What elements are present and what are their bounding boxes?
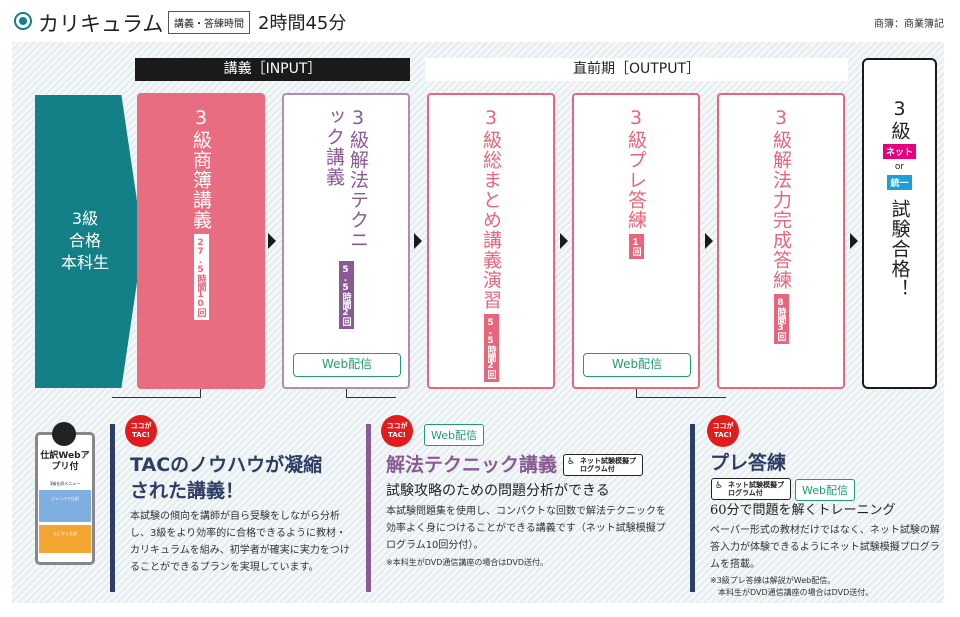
arrow-right-icon bbox=[850, 233, 858, 249]
subject-legend: 商簿：商業簿記 bbox=[874, 19, 944, 30]
app-random-button: とにかく仕訳 bbox=[39, 525, 91, 553]
printer-icon bbox=[52, 422, 76, 446]
tac-badge: ココがTAC! bbox=[707, 415, 739, 447]
start-line: 本科生 bbox=[60, 253, 109, 272]
section-note: ※3級プレ答練は解説がWeb配信。 bbox=[710, 576, 836, 585]
app-label: 仕訳Webアプリ付 bbox=[40, 451, 90, 472]
page-title: カリキュラム bbox=[38, 12, 164, 36]
section-bar bbox=[110, 424, 115, 592]
course-card-shobo: 3級商簿講義 27.5時間10回 bbox=[137, 93, 265, 389]
journal-app-phone: 仕訳Webアプリ付 3級仕訳メニュー ジャンルで仕訳 とにかく仕訳 bbox=[35, 432, 95, 565]
web-delivery-badge: Web配信 bbox=[795, 479, 855, 501]
course-title: 3級商簿講義 bbox=[190, 107, 212, 230]
or-label: or bbox=[894, 162, 905, 172]
section-subheading: 60分で問題を解くトレーニング bbox=[710, 503, 896, 518]
section-body: 本試験問題集を使用し、コンパクトな回数で解法テクニックを効率よく身につけることが… bbox=[386, 506, 666, 551]
arrow-right-icon bbox=[414, 233, 422, 249]
section-body: 本試験の傾向を講師が自ら受験をしながら分析し、3級をより効率的に合格できるように… bbox=[130, 511, 350, 573]
section-heading: 解法テクニック講義 bbox=[386, 454, 558, 476]
output-phase-label: 直前期［OUTPUT］ bbox=[425, 58, 848, 81]
connector bbox=[346, 389, 347, 397]
section-subheading: 試験攻略のための問題分析ができる bbox=[386, 483, 610, 499]
section-note: 本科生がDVD通信講座の場合はDVD送付。 bbox=[718, 588, 874, 597]
connector bbox=[636, 397, 726, 398]
course-hours: 8時間3回 bbox=[773, 294, 789, 344]
course-title: 3級総まとめ講義演習 bbox=[480, 107, 502, 310]
course-title: 3級プレ答練 bbox=[625, 107, 647, 230]
course-hours: 5.5時間2回 bbox=[483, 314, 499, 382]
connector bbox=[200, 389, 201, 397]
course-card-summary: 3級総まとめ講義演習 5.5時間2回 bbox=[427, 93, 555, 389]
section-bar bbox=[366, 424, 371, 592]
net-exam-program-tag: ネット試験模擬プログラム付 bbox=[711, 478, 791, 500]
connector bbox=[636, 389, 637, 397]
course-hours: 27.5時間10回 bbox=[193, 234, 209, 320]
course-title: 3級解法力完成答練 bbox=[770, 107, 792, 290]
app-genre-button: ジャンルで仕訳 bbox=[39, 490, 91, 522]
course-card-technique: 3級解法テクニック講義 5.5時間2回 Web配信 bbox=[282, 93, 410, 389]
start-line: 合格 bbox=[68, 231, 101, 250]
connector bbox=[346, 397, 396, 398]
tac-badge: ココがTAC! bbox=[125, 415, 157, 447]
header-bullet-icon bbox=[14, 12, 32, 30]
connector bbox=[112, 397, 201, 398]
hours-tag: 講義・答練時間 bbox=[168, 11, 250, 34]
web-delivery-badge: Web配信 bbox=[583, 353, 691, 377]
section-bar bbox=[690, 424, 695, 592]
start-arrow: 3級 合格 本科生 bbox=[35, 95, 143, 388]
tac-badge: ココがTAC! bbox=[381, 415, 413, 447]
net-exam-program-tag: ネット試験模擬プログラム付 bbox=[563, 454, 644, 476]
course-title: 3級解法テクニック講義 bbox=[323, 107, 369, 250]
web-delivery-badge: Web配信 bbox=[424, 424, 484, 446]
arrow-right-icon bbox=[268, 233, 276, 249]
goal-bottom: 試験合格！ bbox=[888, 199, 911, 299]
course-hours: 5.5時間2回 bbox=[338, 261, 354, 329]
net-exam-pill: ネット bbox=[882, 144, 916, 159]
goal-top: 3級 bbox=[888, 98, 911, 141]
unified-exam-pill: 統一 bbox=[887, 175, 912, 190]
section-heading-row: 解法テクニック講義 ネット試験模擬プログラム付 bbox=[386, 452, 686, 478]
section-heading: TACのノウハウが凝縮された講義！ bbox=[130, 454, 323, 502]
input-phase-label: 講義［INPUT］ bbox=[135, 58, 410, 81]
course-card-pre-exam: 3級プレ答練 1回 Web配信 bbox=[572, 93, 700, 389]
arrow-right-icon bbox=[705, 233, 713, 249]
arrow-right-icon bbox=[560, 233, 568, 249]
section-heading: プレ答練 bbox=[710, 452, 787, 474]
app-menu: 3級仕訳メニュー bbox=[49, 481, 81, 486]
total-time: 2時間45分 bbox=[258, 13, 347, 34]
section-body: ペーパー形式の教材だけではなく、ネット試験の解答入力が体験できるようにネット試験… bbox=[710, 525, 940, 570]
web-delivery-badge: Web配信 bbox=[293, 353, 401, 377]
course-hours: 1回 bbox=[628, 234, 644, 259]
course-card-completion: 3級解法力完成答練 8時間3回 bbox=[717, 93, 845, 389]
section-note: ※本科生がDVD通信講座の場合はDVD送付。 bbox=[386, 558, 549, 567]
goal-card: 3級 ネット or 統一 試験合格！ bbox=[862, 58, 937, 389]
start-line: 3級 bbox=[71, 209, 99, 228]
